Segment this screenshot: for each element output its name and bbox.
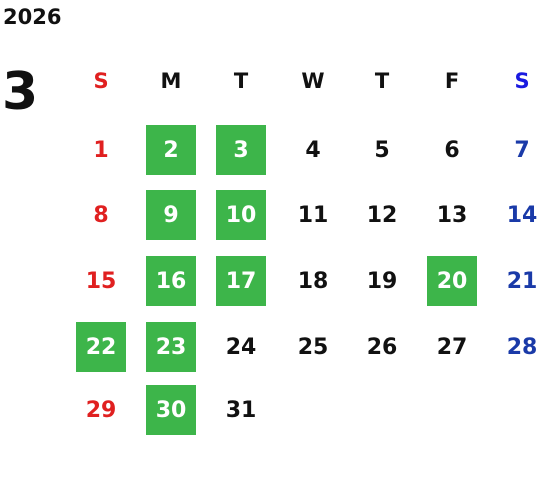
day-cell[interactable]: 12 xyxy=(366,202,398,228)
day-cell[interactable]: 16 xyxy=(146,256,196,306)
day-cell[interactable]: 5 xyxy=(374,137,390,163)
day-cell[interactable]: 3 xyxy=(216,125,266,175)
year-label: 2026 xyxy=(3,5,62,29)
weekday-wednesday: W xyxy=(301,69,325,93)
day-cell[interactable]: 20 xyxy=(427,256,477,306)
day-cell[interactable]: 9 xyxy=(146,190,196,240)
day-cell[interactable]: 31 xyxy=(225,397,257,423)
weekday-thursday: T xyxy=(374,69,390,93)
day-cell[interactable]: 6 xyxy=(444,137,460,163)
day-cell[interactable]: 1 xyxy=(93,137,109,163)
day-cell[interactable]: 18 xyxy=(297,268,329,294)
weekday-friday: F xyxy=(444,69,460,93)
day-cell[interactable]: 11 xyxy=(297,202,329,228)
weekday-sunday: S xyxy=(93,69,109,93)
day-cell[interactable]: 15 xyxy=(85,268,117,294)
day-cell[interactable]: 30 xyxy=(146,385,196,435)
day-cell[interactable]: 29 xyxy=(85,397,117,423)
day-cell[interactable]: 4 xyxy=(305,137,321,163)
weekday-saturday: S xyxy=(514,69,530,93)
day-cell[interactable]: 23 xyxy=(146,322,196,372)
day-cell[interactable]: 25 xyxy=(297,334,329,360)
day-cell[interactable]: 24 xyxy=(225,334,257,360)
day-cell[interactable]: 19 xyxy=(366,268,398,294)
day-cell[interactable]: 7 xyxy=(514,137,530,163)
weekday-monday: M xyxy=(160,69,182,93)
day-cell[interactable]: 21 xyxy=(506,268,538,294)
day-cell[interactable]: 2 xyxy=(146,125,196,175)
weekday-tuesday: T xyxy=(233,69,249,93)
day-cell[interactable]: 13 xyxy=(436,202,468,228)
day-cell[interactable]: 28 xyxy=(506,334,538,360)
day-cell[interactable]: 8 xyxy=(93,202,109,228)
month-number: 3 xyxy=(2,62,39,122)
day-cell[interactable]: 14 xyxy=(506,202,538,228)
day-cell[interactable]: 27 xyxy=(436,334,468,360)
day-cell[interactable]: 17 xyxy=(216,256,266,306)
day-cell[interactable]: 26 xyxy=(366,334,398,360)
day-cell[interactable]: 10 xyxy=(216,190,266,240)
day-cell[interactable]: 22 xyxy=(76,322,126,372)
